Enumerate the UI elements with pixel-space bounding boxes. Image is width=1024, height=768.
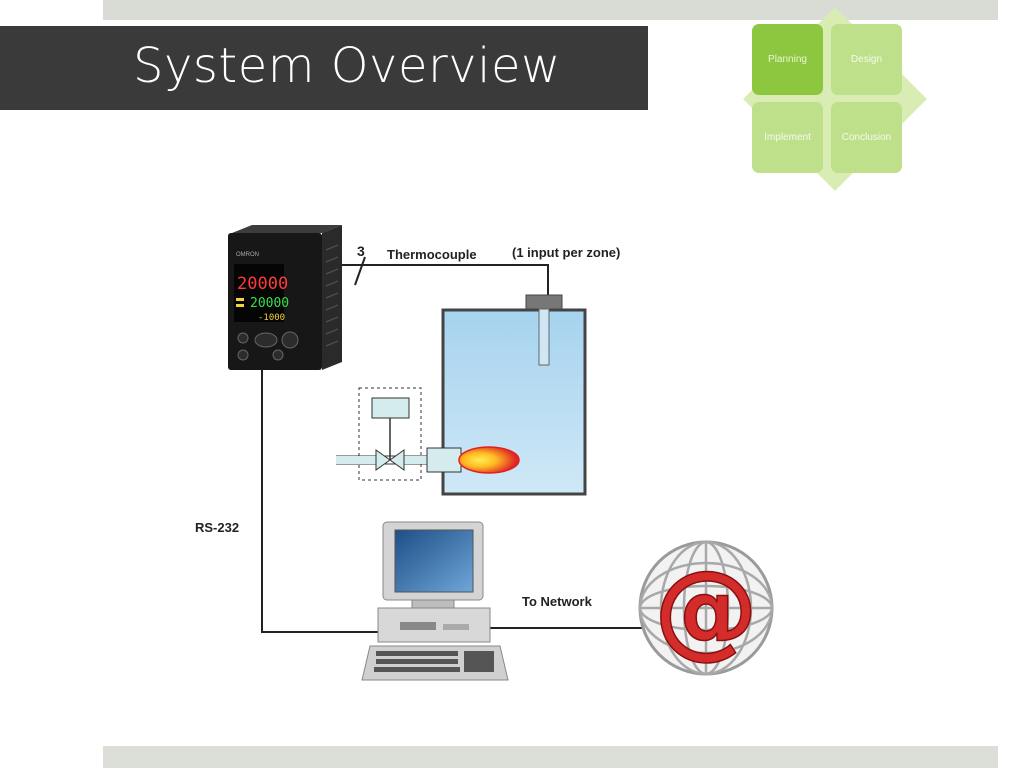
controller-pv-display: 20000	[237, 274, 288, 294]
nav-tile-design[interactable]: Design	[831, 24, 902, 95]
nav-tile-conclusion[interactable]: Conclusion	[831, 102, 902, 173]
title-banner	[0, 26, 648, 110]
network-globe-icon: @	[638, 540, 774, 676]
system-diagram: OMRON 20000 20000 -1000 3 Thermocouple (…	[195, 225, 774, 681]
controller-brand: OMRON	[236, 252, 259, 258]
thermocouple-label: Thermocouple	[387, 247, 477, 262]
computer-terminal	[361, 521, 509, 681]
bottom-accent-bar	[103, 746, 998, 768]
slide-title: System Overview	[133, 38, 561, 94]
at-sign-symbol: @	[654, 548, 758, 670]
wiring	[261, 256, 652, 633]
wire-count-label: 3	[357, 243, 365, 259]
controller-mv-display: -1000	[258, 313, 285, 323]
thermocouple-wire	[322, 264, 549, 300]
top-accent-bar	[103, 0, 998, 20]
controller-sv-display: 20000	[250, 296, 289, 311]
nav-tile-implement[interactable]: Implement	[752, 102, 823, 173]
nav-tile-planning[interactable]: Planning	[752, 24, 823, 95]
rs232-label: RS-232	[195, 520, 239, 535]
input-per-zone-label: (1 input per zone)	[512, 245, 620, 260]
gas-valve-assembly	[336, 387, 462, 481]
to-network-label: To Network	[522, 594, 593, 609]
burner-flame	[458, 446, 520, 474]
temperature-controller: OMRON 20000 20000 -1000	[228, 225, 342, 370]
wire-count-slash	[354, 256, 366, 286]
rs232-wire	[261, 360, 388, 633]
